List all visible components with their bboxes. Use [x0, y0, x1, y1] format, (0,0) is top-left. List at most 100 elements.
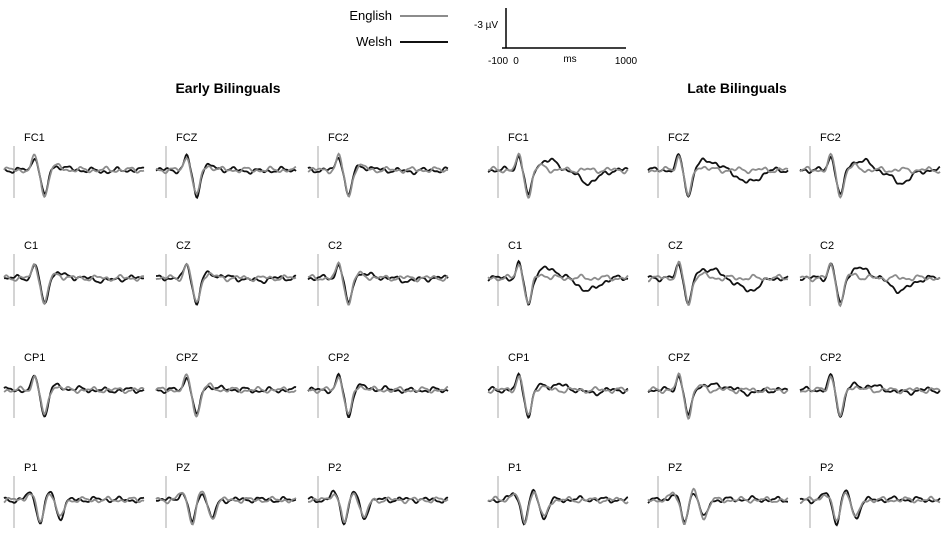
panel-late-cz: CZ: [647, 240, 789, 306]
waveform-welsh-early-fc1: [3, 157, 145, 196]
waveform-welsh-early-cp2: [307, 372, 449, 418]
electrode-label-late-c1: C1: [508, 240, 522, 252]
waveform-english-late-fc1: [487, 152, 629, 199]
scale-tick-minus100: -100: [488, 56, 508, 67]
electrode-label-early-fc1: FC1: [24, 132, 45, 144]
waveform-english-early-pz: [155, 490, 297, 526]
electrode-label-early-cz: CZ: [176, 240, 191, 252]
waveform-english-early-p2: [308, 492, 449, 524]
waveform-welsh-late-cp2: [799, 372, 941, 419]
waveform-english-late-cp1: [487, 375, 629, 416]
panel-late-p2: P2: [799, 462, 941, 528]
panel-early-cp1: CP1: [3, 352, 145, 418]
waveform-welsh-early-pz: [155, 491, 297, 523]
waveform-english-late-fc2: [799, 152, 941, 199]
panel-early-fc2: FC2: [307, 132, 449, 198]
panel-late-c2: C2: [799, 240, 941, 308]
panel-early-c2: C2: [307, 240, 449, 306]
waveform-english-late-p2: [799, 491, 941, 522]
waveform-english-early-c1: [3, 263, 144, 306]
waveform-welsh-early-c2: [307, 263, 449, 304]
electrode-label-late-cp2: CP2: [820, 352, 841, 364]
panel-early-p2: P2: [307, 462, 449, 528]
waveform-welsh-late-cp1: [487, 372, 629, 419]
panel-early-pz: PZ: [155, 462, 297, 528]
scale-unit-ms: ms: [563, 54, 576, 65]
waveform-welsh-late-fc2: [799, 155, 941, 195]
panel-early-cpz: CPZ: [155, 352, 297, 418]
group-title-late: Late Bilinguals: [687, 80, 787, 96]
panel-early-cp2: CP2: [307, 352, 449, 418]
electrode-label-early-cp1: CP1: [24, 352, 45, 364]
panel-late-fc2: FC2: [799, 132, 941, 199]
waveform-english-late-cpz: [647, 372, 789, 421]
waveform-english-early-c2: [307, 261, 449, 306]
panel-early-cz: CZ: [155, 240, 297, 306]
waveform-english-early-fcz: [155, 156, 297, 195]
electrode-label-early-p2: P2: [328, 462, 341, 474]
waveform-english-late-fcz: [647, 154, 789, 198]
waveform-welsh-late-c2: [799, 262, 941, 303]
electrode-label-early-c2: C2: [328, 240, 342, 252]
electrode-label-early-cpz: CPZ: [176, 352, 198, 364]
waveform-welsh-early-fcz: [155, 153, 297, 200]
panel-late-cp1: CP1: [487, 352, 629, 419]
waveform-english-early-cz: [155, 263, 297, 303]
panel-late-fcz: FCZ: [647, 132, 789, 198]
panel-early-fc1: FC1: [3, 132, 145, 199]
legend-label-welsh: Welsh: [356, 34, 392, 49]
electrode-label-late-fc1: FC1: [508, 132, 529, 144]
electrode-label-early-p1: P1: [24, 462, 37, 474]
electrode-label-late-cp1: CP1: [508, 352, 529, 364]
waveform-english-early-cp1: [3, 374, 145, 416]
electrode-label-early-fc2: FC2: [328, 132, 349, 144]
waveform-english-early-cpz: [155, 373, 297, 418]
electrode-label-late-fc2: FC2: [820, 132, 841, 144]
panel-late-p1: P1: [487, 462, 629, 528]
waveform-welsh-late-cpz: [647, 374, 789, 417]
scale-tick-1000: 1000: [615, 56, 638, 67]
panel-late-cp2: CP2: [799, 352, 941, 419]
waveform-welsh-late-fcz: [647, 153, 789, 198]
panel-late-pz: PZ: [647, 462, 789, 528]
waveform-english-late-p1: [487, 491, 629, 525]
waveform-welsh-early-fc2: [307, 156, 449, 197]
electrode-label-late-cpz: CPZ: [668, 352, 690, 364]
waveform-welsh-late-fc1: [487, 154, 629, 196]
scale-amplitude-label: -3 µV: [474, 20, 498, 31]
electrode-label-late-pz: PZ: [668, 462, 682, 474]
electrode-label-late-c2: C2: [820, 240, 834, 252]
panel-early-p1: P1: [3, 462, 145, 528]
waveform-english-early-p1: [3, 493, 145, 523]
electrode-label-late-p2: P2: [820, 462, 833, 474]
scale-bar: -3 µV -100 0 ms 1000: [474, 8, 638, 67]
electrode-label-late-cz: CZ: [668, 240, 683, 252]
electrode-label-early-cp2: CP2: [328, 352, 349, 364]
waveform-english-late-pz: [647, 487, 789, 525]
panel-late-c1: C1: [487, 240, 629, 306]
waveform-english-early-cp2: [307, 376, 449, 415]
scale-tick-0: 0: [513, 56, 519, 67]
waveform-english-early-fc2: [307, 152, 449, 198]
legend: English Welsh: [349, 8, 448, 49]
waveform-welsh-late-c1: [487, 259, 629, 306]
electrode-label-late-p1: P1: [508, 462, 521, 474]
waveform-english-late-cz: [648, 260, 789, 306]
waveform-welsh-early-cz: [156, 262, 297, 306]
panel-early-c1: C1: [3, 240, 144, 306]
electrode-label-early-c1: C1: [24, 240, 38, 252]
panel-late-cpz: CPZ: [647, 352, 789, 421]
group-title-early: Early Bilinguals: [175, 80, 280, 96]
waveform-welsh-early-cp1: [3, 374, 145, 418]
panel-late-fc1: FC1: [487, 132, 629, 199]
panel-early-fcz: FCZ: [155, 132, 297, 200]
waveform-welsh-early-p2: [307, 489, 449, 526]
electrode-label-early-pz: PZ: [176, 462, 190, 474]
legend-label-english: English: [349, 8, 392, 23]
waveform-welsh-early-c1: [3, 263, 144, 305]
waveform-welsh-late-pz: [647, 493, 788, 523]
waveform-welsh-early-p1: [3, 490, 145, 525]
waveform-english-early-fc1: [3, 153, 145, 199]
